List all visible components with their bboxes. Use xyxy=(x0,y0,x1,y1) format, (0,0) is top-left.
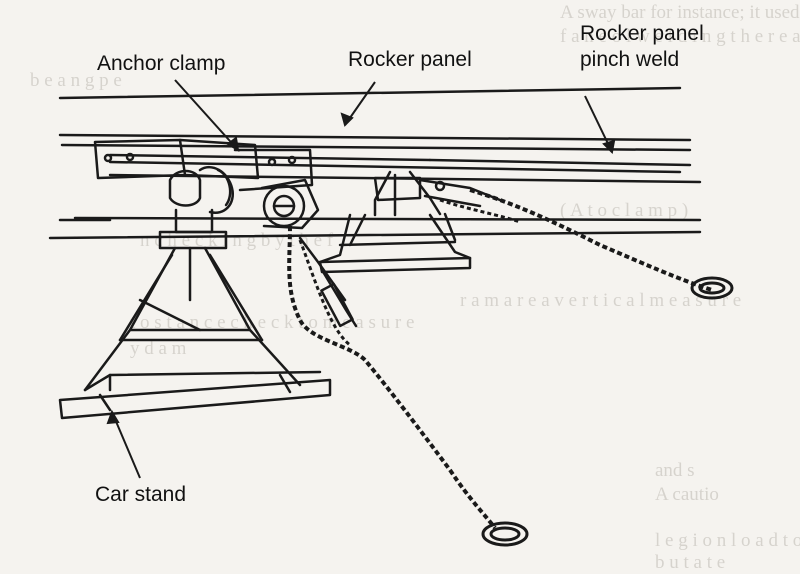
pinch-weld-label-line1: Rocker panel xyxy=(580,22,704,45)
bleed-text-4: ( A t o c l a m p ) xyxy=(560,200,689,221)
bleed-text-7: t o s t a n c e c h e c k t o m e a s u … xyxy=(130,312,415,333)
bleed-text-9: and s xyxy=(655,460,695,481)
car-stand-label: Car stand xyxy=(95,483,187,506)
bleed-text-12: b u t a t e xyxy=(655,552,726,573)
chains xyxy=(287,188,713,530)
front-car-stand xyxy=(58,246,332,420)
anchor-clamp-label: Anchor clamp xyxy=(97,52,226,75)
pinch-weld-label-line2: pinch weld xyxy=(580,48,680,71)
bleed-text-10: A cautio xyxy=(655,484,719,505)
bleed-text-11: l e g i o n l o a d t o y o u r t r e a … xyxy=(655,530,800,551)
front-stand-saddle xyxy=(158,169,228,250)
bleed-text-8: y d a m xyxy=(130,338,187,359)
bleed-text-1: A sway bar for instance; it used to appl… xyxy=(560,2,800,23)
leader-lines xyxy=(106,79,616,479)
bleed-text-3: b e a n g p e xyxy=(30,70,122,91)
bleed-text-2: f a n e o l w e l d i n g t h e r e a r xyxy=(560,26,800,47)
rear-car-stand xyxy=(318,170,472,274)
floor-anchors xyxy=(481,276,734,547)
bleed-text-6: r a m a r e a v e r t i c a l m e a s u … xyxy=(460,290,742,311)
clamp-bolt xyxy=(260,178,320,230)
rocker-panel-label: Rocker panel xyxy=(348,48,472,71)
rocker-panel-lines xyxy=(48,86,702,240)
front-chain-tensioner xyxy=(298,236,358,328)
